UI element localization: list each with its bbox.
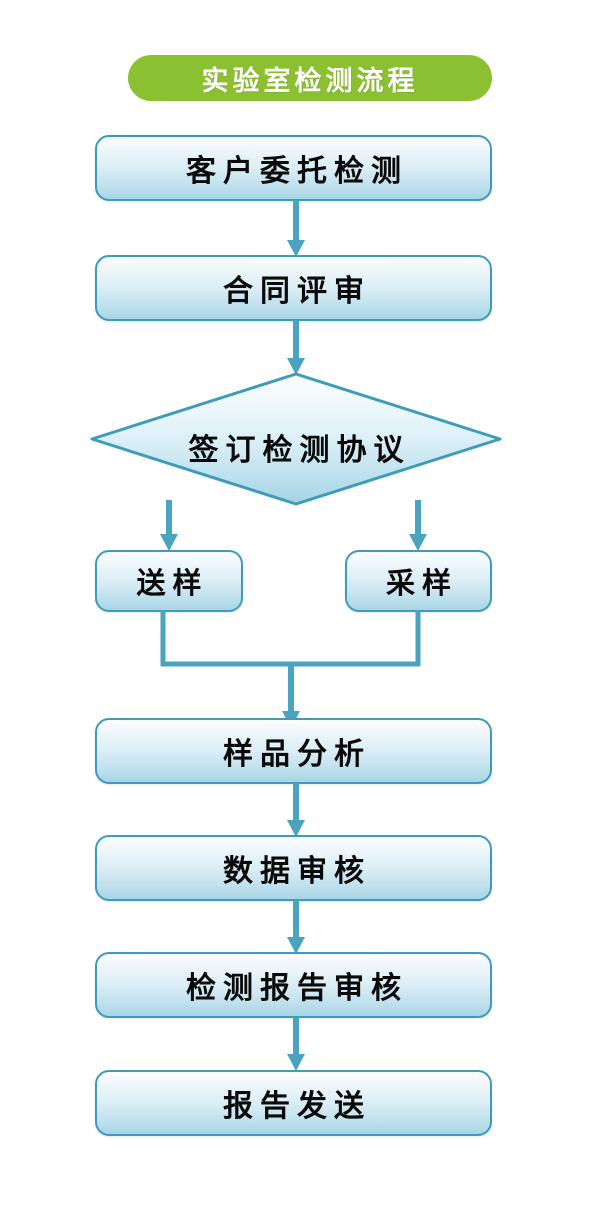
connector-arrow-n3-n4 [156, 500, 182, 552]
connector-merge-n4-n5-to-n6 [160, 610, 430, 730]
flow-node-sample-analysis[interactable]: 样品分析 [95, 718, 492, 784]
flow-node-label: 合同评审 [223, 275, 371, 308]
flow-node-label: 送样 [136, 568, 209, 600]
connector-arrow-n1-n2 [283, 200, 309, 258]
connector-arrow-n8-n9 [283, 1017, 309, 1072]
flow-node-label: 采样 [385, 568, 458, 600]
flow-node-report-review[interactable]: 检测报告审核 [95, 952, 492, 1018]
flow-node-report-delivery[interactable]: 报告发送 [95, 1070, 492, 1136]
page-title-banner: 实验室检测流程 [128, 55, 492, 101]
flow-node-label: 报告发送 [223, 1090, 371, 1123]
flow-node-label: 检测报告审核 [186, 972, 408, 1005]
page-title: 实验室检测流程 [201, 65, 419, 97]
flow-node-label: 数据审核 [223, 855, 371, 888]
connector-arrow-n6-n7 [283, 783, 309, 838]
flow-node-contract-review[interactable]: 合同评审 [95, 255, 492, 321]
flow-node-label: 样品分析 [223, 738, 371, 771]
connector-arrow-n3-n5 [405, 500, 431, 552]
flow-node-sampling[interactable]: 采样 [345, 550, 492, 612]
flow-node-data-review[interactable]: 数据审核 [95, 835, 492, 901]
flow-node-customer-commission[interactable]: 客户委托检测 [95, 135, 492, 201]
flow-node-sample-delivery[interactable]: 送样 [95, 550, 243, 612]
flow-node-label: 客户委托检测 [186, 155, 408, 188]
flow-node-sign-agreement[interactable]: 签订检测协议 [88, 371, 504, 507]
connector-arrow-n2-n3 [283, 320, 309, 376]
connector-arrow-n7-n8 [283, 900, 309, 955]
